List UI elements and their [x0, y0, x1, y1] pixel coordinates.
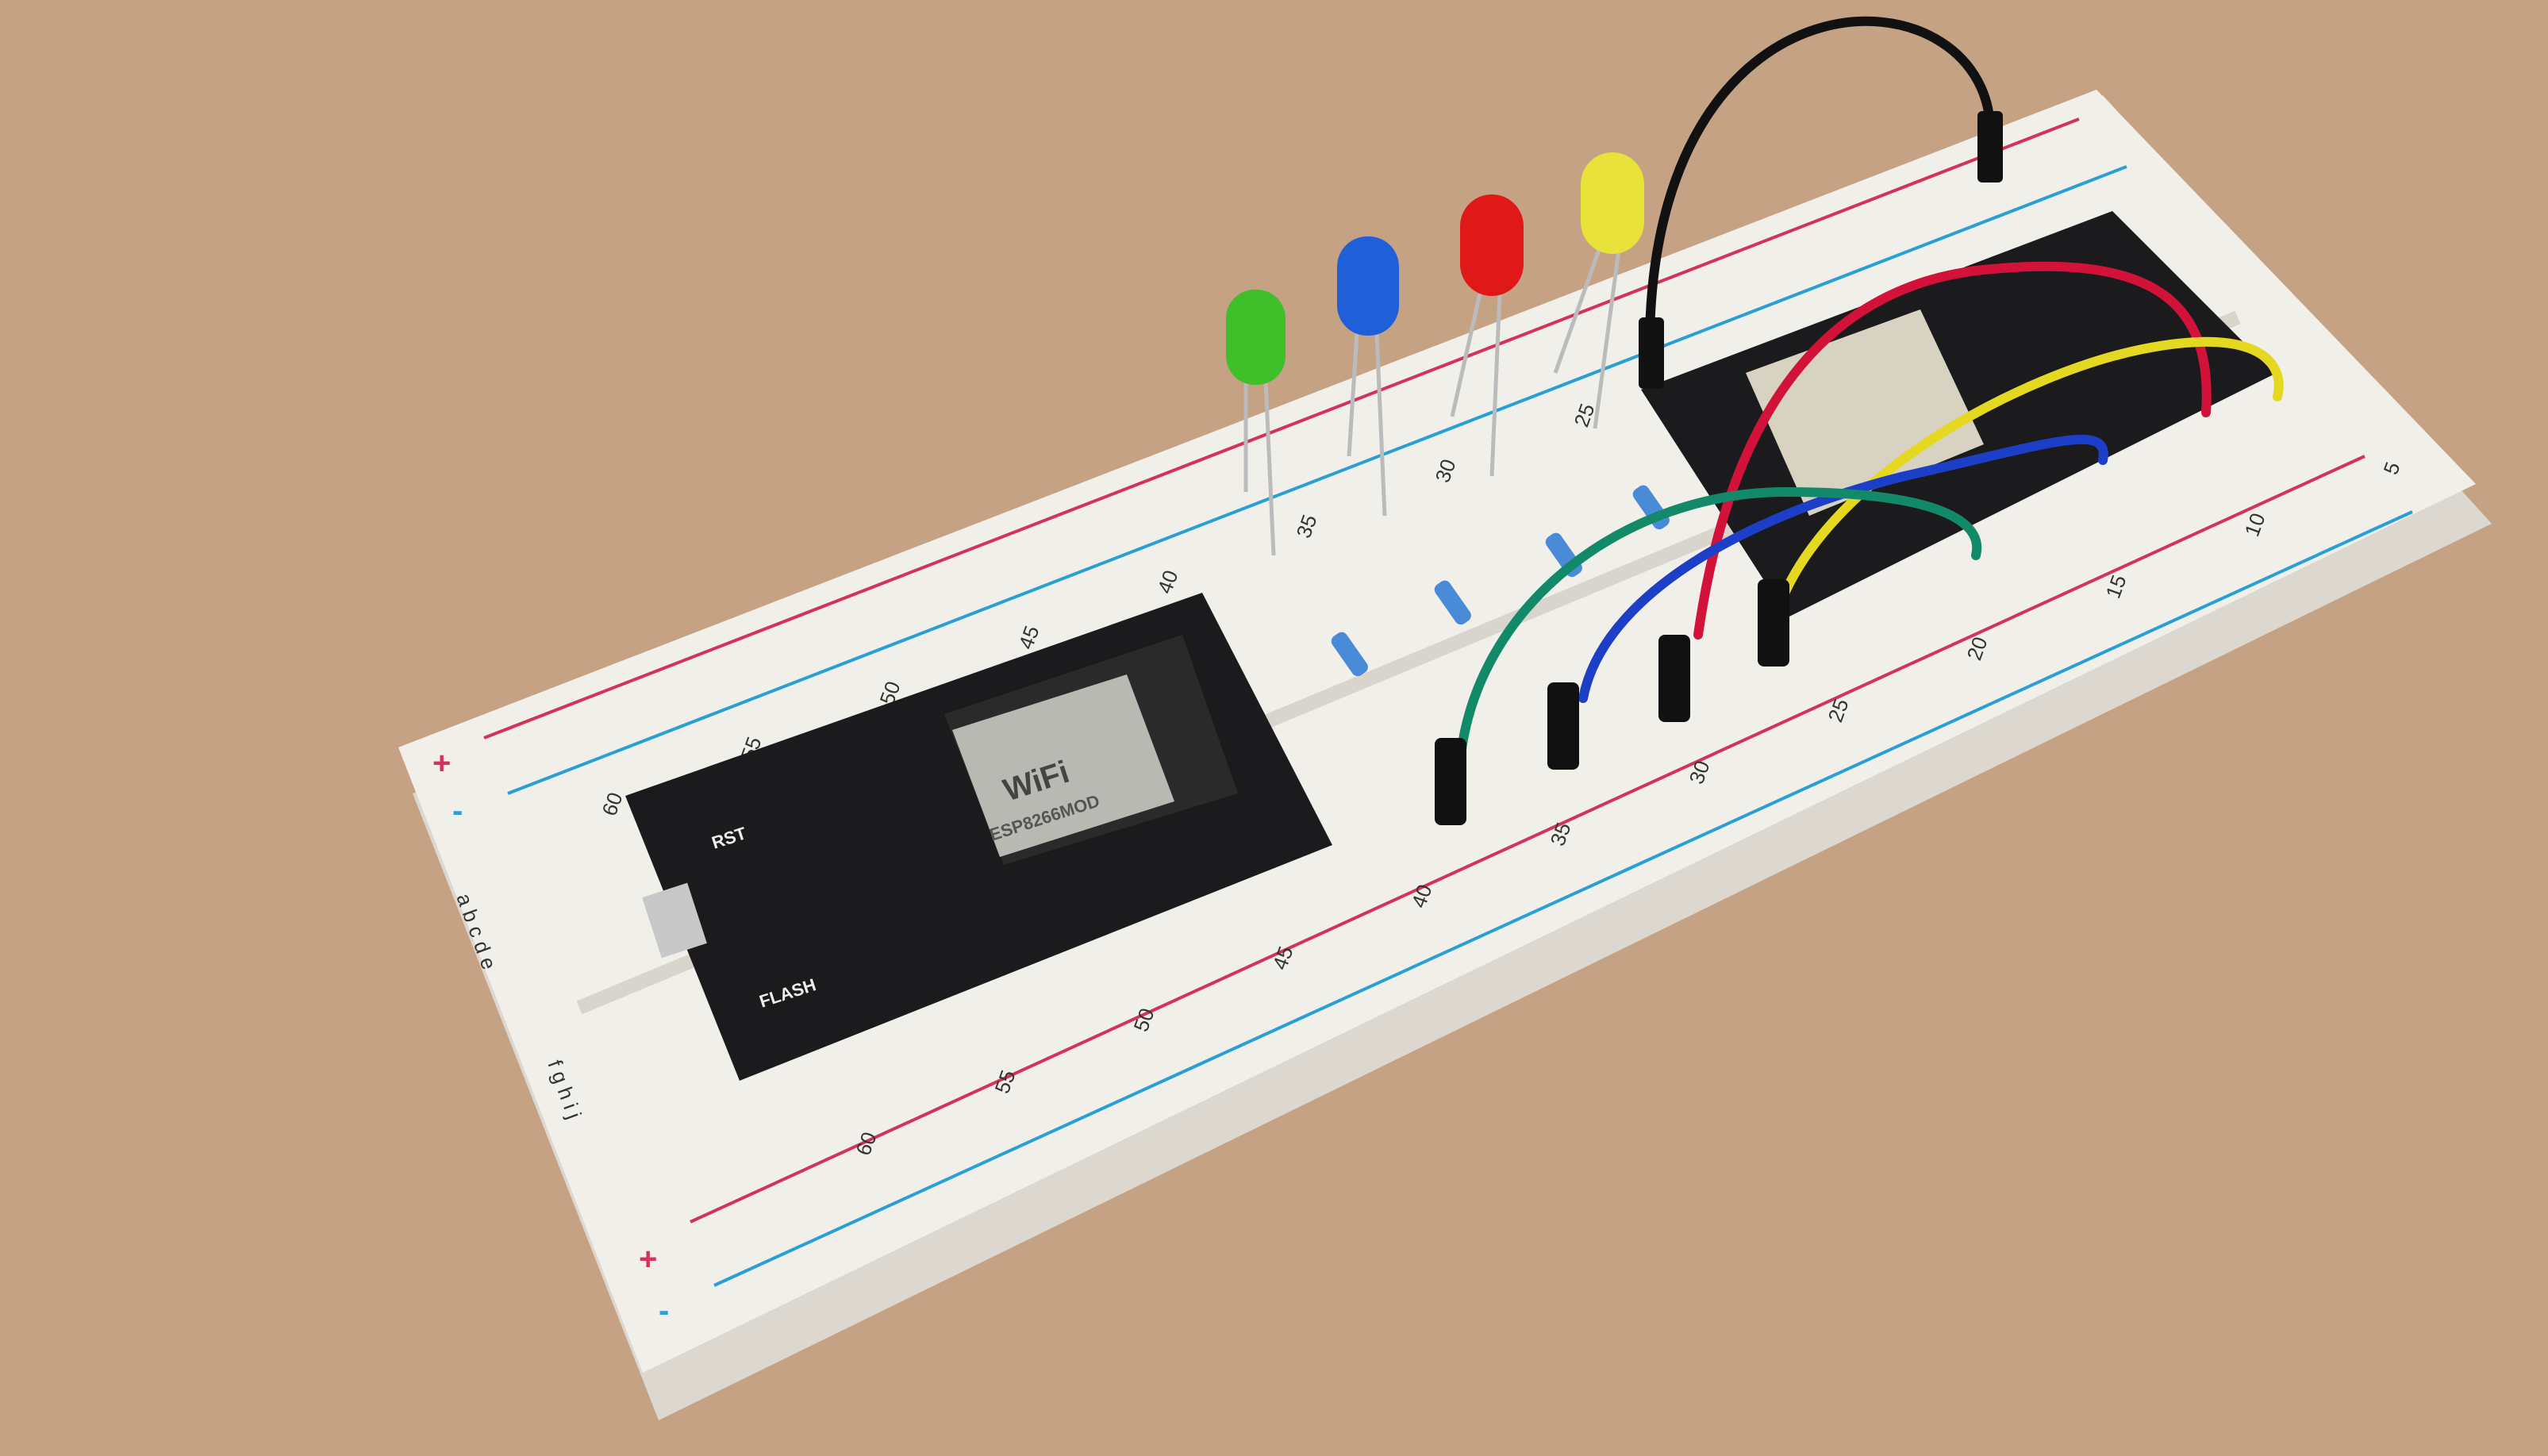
rail-line-red	[483, 117, 2080, 740]
wire-green	[1455, 486, 1982, 766]
plus-label: +	[432, 746, 451, 781]
leds	[1226, 152, 1644, 556]
esp8266-shield	[952, 674, 1174, 857]
nodemcu-board: WiFi ESP8266MOD RST FLASH	[625, 593, 1332, 1081]
wire-plug	[1658, 635, 1690, 722]
wire-plug	[1977, 111, 2003, 182]
rail-line-red	[690, 455, 2365, 1224]
resistor	[1434, 580, 1471, 625]
led-red	[1450, 194, 1524, 477]
led-green	[1226, 290, 1286, 556]
wire-blue	[1578, 434, 2108, 703]
wire-plug	[1547, 682, 1579, 770]
plus-label: +	[639, 1242, 657, 1277]
minus-label: -	[452, 793, 463, 828]
rail-line-blue	[713, 510, 2413, 1287]
led-yellow	[1553, 152, 1644, 429]
minus-label: -	[659, 1293, 669, 1328]
led-blue	[1337, 236, 1399, 517]
wire-yellow	[1773, 336, 2284, 616]
rail-line-blue	[507, 165, 2127, 795]
wire-plug	[1639, 317, 1664, 389]
wire-plug	[1758, 579, 1789, 667]
jumper-wires	[1435, 16, 2284, 825]
wire-red	[1693, 261, 2212, 640]
usb-port	[642, 882, 707, 959]
wire-black	[1645, 16, 1995, 338]
resistor	[1331, 632, 1368, 677]
wire-plug	[1435, 738, 1466, 825]
